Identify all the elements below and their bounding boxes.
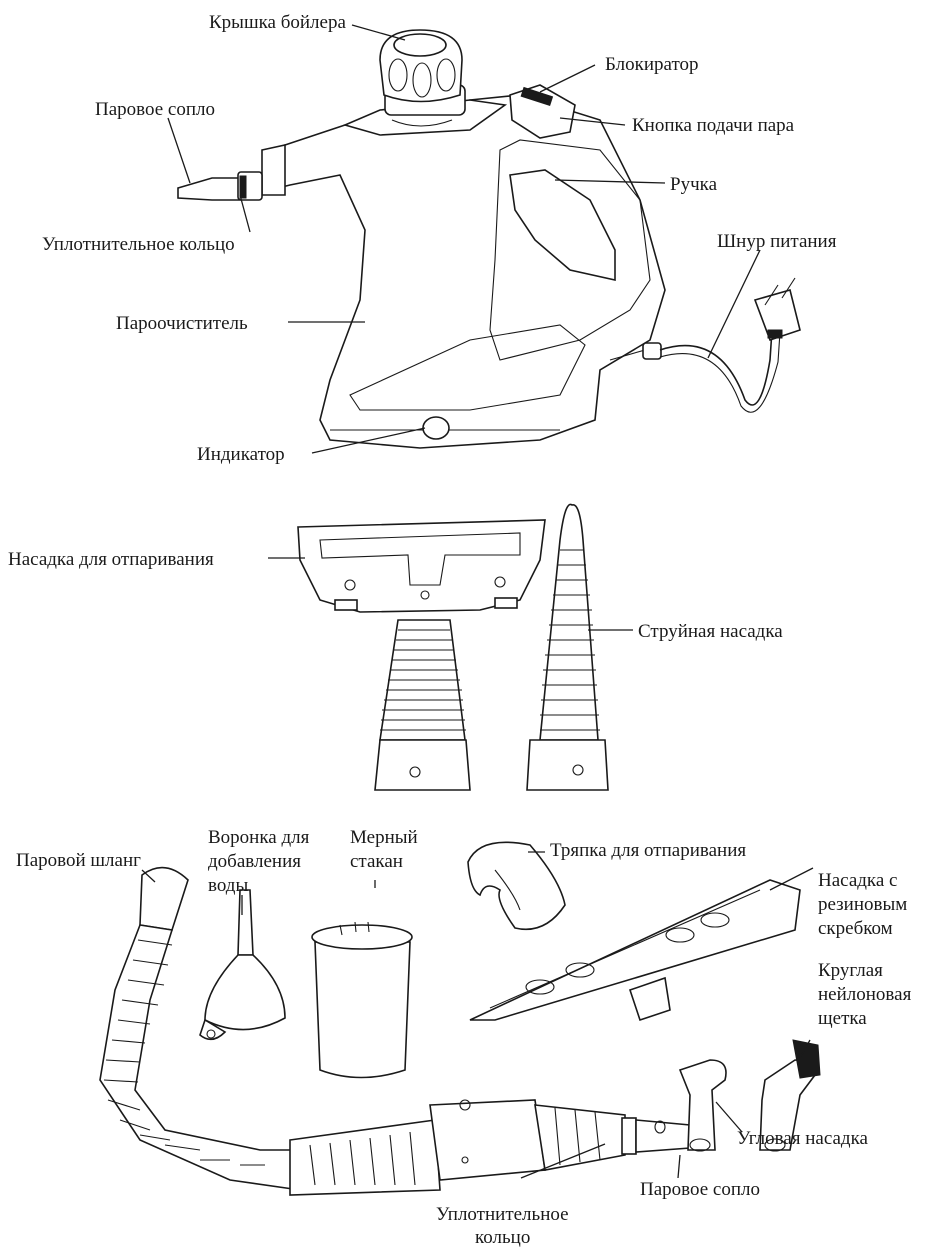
steam-cleaner-illustration [178,30,800,448]
label-lock: Блокиратор [605,54,699,75]
label-jet-attachment: Струйная насадка [638,621,783,642]
label-sealing-ring-top: Уплотнительное кольцо [42,234,235,255]
label-cloth: Тряпка для отпаривания [550,840,746,861]
label-brush-line-3: щетка [818,1008,867,1029]
measuring-cup-illustration [312,922,412,1078]
label-steam-nozzle-bottom: Паровое сопло [640,1179,760,1200]
steam-nozzle [178,172,262,200]
label-steam-hose: Паровой шланг [16,850,141,871]
label-angle-attachment: Угловая насадка [737,1128,869,1149]
label-scraper-line-2: резиновым [818,894,907,915]
label-steaming-attachment: Насадка для отпаривания [8,549,214,570]
label-scraper-line-1: Насадка с [818,870,897,891]
label-boiler-cap: Крышка бойлера [209,12,346,33]
label-cup-line-2: стакан [350,851,403,872]
boiler-cap [380,30,465,126]
steaming-attachment-illustration [298,520,545,790]
label-steam-button: Кнопка подачи пара [632,115,795,136]
label-cup-line-1: Мерный [350,827,418,848]
label-sealing-ring-bottom-line-2: кольцо [475,1227,530,1247]
label-funnel-line-3: воды [208,875,248,896]
label-sealing-ring-bottom-line-1: Уплотнительное [436,1204,569,1225]
label-indicator: Индикатор [197,444,285,465]
label-funnel-line-2: добавления [208,851,301,872]
label-brush-line-1: Круглая [818,960,883,981]
label-brush-line-2: нейлоновая [818,984,912,1005]
label-power-cord: Шнур питания [717,231,837,252]
label-scraper-line-3: скребком [818,918,893,939]
label-funnel-line-1: Воронка для [208,827,310,848]
label-steam-cleaner: Пароочиститель [116,313,248,334]
label-handle: Ручка [670,174,718,195]
label-steam-nozzle-top: Паровое сопло [95,99,215,120]
indicator-light [423,417,449,439]
